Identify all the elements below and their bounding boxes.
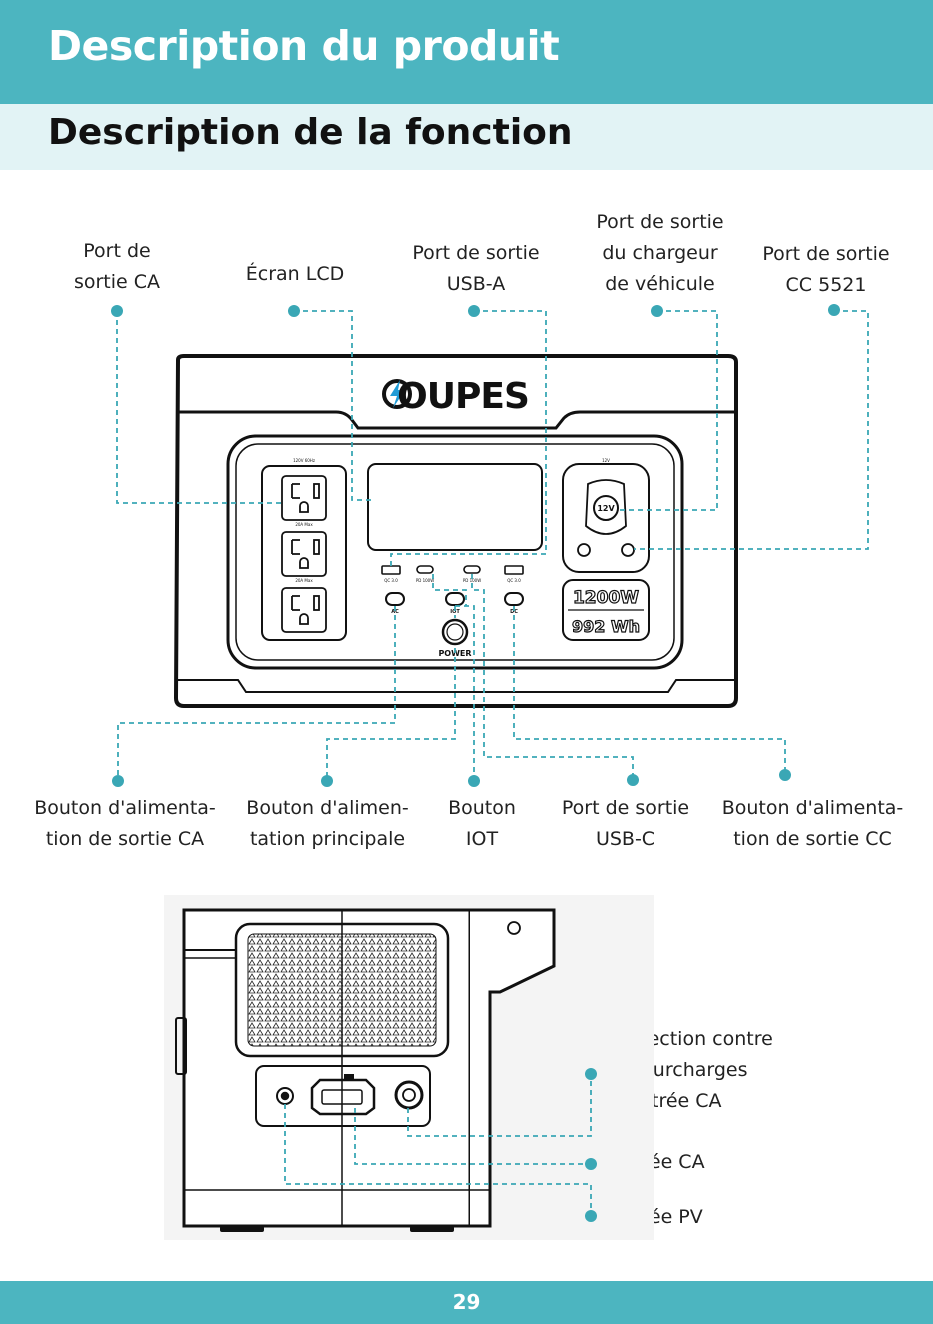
label-ac-power-button: Bouton d'alimenta- tion de sortie CA — [34, 797, 216, 850]
front-device — [173, 354, 738, 708]
svg-text:OUPES: OUPES — [397, 376, 529, 417]
svg-text:20A Max: 20A Max — [295, 522, 313, 527]
iot-button-label: IOT — [450, 609, 460, 615]
svg-text:QC 3.0: QC 3.0 — [384, 578, 398, 583]
label-ac-output-port: Port de sortie CA — [73, 240, 161, 293]
power-rating: 1200W — [573, 588, 639, 608]
svg-text:20A Max: 20A Max — [295, 578, 313, 583]
header-bar: Description du produit — [0, 0, 933, 104]
front-callout-lines — [116, 310, 869, 781]
side-callout-lines — [284, 1074, 592, 1216]
side-device — [175, 908, 556, 1232]
label-dc-power-button: Bouton d'alimenta- tion de sortie CC — [721, 797, 904, 850]
subheader-bar: Description de la fonction — [0, 104, 933, 170]
side-callout-dots — [585, 1068, 597, 1222]
svg-text:PD 100W: PD 100W — [416, 578, 434, 583]
page-number: 29 — [452, 1290, 481, 1314]
power-label: POWER — [438, 649, 471, 658]
car-port-voltage: 12V — [597, 504, 615, 513]
label-lcd-screen: Écran LCD — [245, 263, 345, 285]
battery-capacity: 992 Wh — [572, 617, 640, 636]
brand-logo: OUPES — [382, 376, 530, 417]
svg-text:12V: 12V — [602, 458, 610, 463]
label-dc5521-port: Port de sortie CC 5521 — [762, 243, 890, 296]
product-diagram: 120V 60Hz 20A Max 20A Max 12V QC 3.0 PD … — [111, 304, 869, 1240]
front-callout-dots — [111, 304, 840, 787]
dc-button-label: DC — [510, 609, 518, 615]
label-iot-button: Bouton IOT — [448, 797, 516, 850]
svg-text:120V 60Hz: 120V 60Hz — [293, 458, 315, 463]
label-car-charger-port: Port de sortie du chargeur de véhicule — [596, 211, 724, 295]
page-title: Description du produit — [48, 22, 560, 70]
label-usb-a-port: Port de sortie USB-A — [412, 242, 540, 295]
footer-bar: 29 — [0, 1281, 933, 1324]
svg-text:QC 3.0: QC 3.0 — [507, 578, 521, 583]
label-main-power-button: Bouton d'alimen- tation principale — [246, 797, 409, 850]
section-title: Description de la fonction — [48, 112, 573, 153]
svg-text:PD 100W: PD 100W — [463, 578, 481, 583]
label-usb-c-port: Port de sortie USB-C — [561, 797, 690, 850]
ac-button-label: AC — [391, 609, 399, 615]
